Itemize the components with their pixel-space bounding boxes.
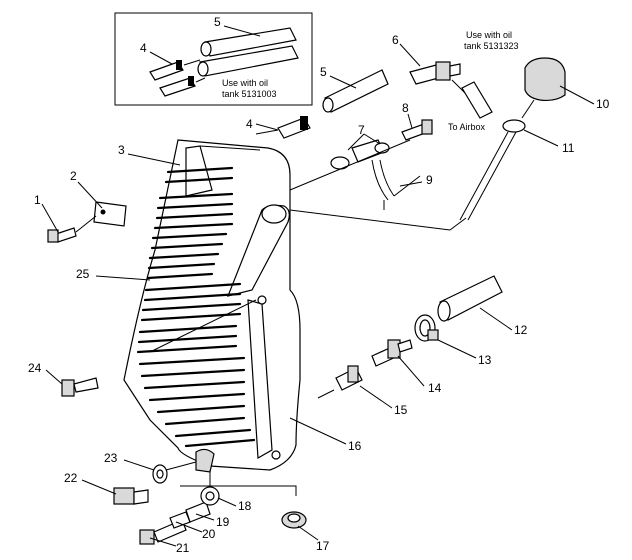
leader-lines: [41, 25, 595, 547]
bracket-2: [93, 201, 127, 227]
callout-14: 14: [428, 381, 442, 395]
callout-numbers: 1 2 3 4 4 5 5 6 7 8 9 10 11 12 13 14 15 …: [28, 15, 610, 555]
callout-11: 11: [562, 141, 575, 155]
callout-7: 7: [358, 123, 365, 137]
callout-17: 17: [316, 539, 330, 553]
callout-12: 12: [514, 323, 528, 337]
drain-boss: [195, 448, 215, 473]
bolt-24: [61, 377, 99, 397]
callout-25: 25: [76, 267, 90, 281]
hose-12: [437, 275, 503, 322]
fitting-15: [317, 365, 363, 399]
callout-16: 16: [348, 439, 362, 453]
mount-hole-upper: [257, 295, 267, 305]
tank-ribs: [136, 166, 256, 448]
washer-23: [152, 464, 168, 484]
callout-24: 24: [28, 361, 42, 375]
clamp-13: [414, 314, 439, 342]
callout-10: 10: [596, 97, 610, 111]
callout-8: 8: [402, 101, 409, 115]
callout-5-inset: 5: [214, 15, 221, 29]
callout-9: 9: [426, 173, 433, 187]
fitting-4: [255, 116, 311, 139]
filler-neck: [227, 204, 290, 297]
callout-5: 5: [320, 65, 327, 79]
inset-box: Use with oil tank 5131003: [114, 12, 313, 106]
callout-13: 13: [478, 353, 492, 367]
callout-4-inset: 4: [140, 41, 147, 55]
spacer-19: [185, 501, 211, 523]
grommet-18: [200, 486, 220, 506]
callout-2: 2: [70, 169, 77, 183]
callout-22: 22: [64, 471, 78, 485]
callout-21: 21: [176, 541, 190, 555]
callout-18: 18: [238, 499, 252, 513]
inset-note-line1: Use with oil: [222, 78, 268, 88]
inset-note-line2: tank 5131003: [222, 89, 277, 99]
airbox-note: To Airbox: [448, 122, 486, 132]
callout-20: 20: [202, 527, 216, 541]
callout-15: 15: [394, 403, 408, 417]
drain-plug-22: [113, 487, 149, 505]
mount-hole-lower: [271, 450, 281, 460]
grommet-17: [281, 511, 307, 529]
callout-1: 1: [34, 193, 41, 207]
airbox-hose: To Airbox: [448, 81, 493, 132]
callout-4: 4: [246, 117, 253, 131]
tank-flange: [247, 299, 273, 459]
fitting-6: [409, 61, 469, 97]
callout-3: 3: [118, 143, 125, 157]
callout-23: 23: [104, 451, 118, 465]
top-note-line2: tank 5131323: [464, 41, 519, 51]
top-note-line1: Use with oil: [466, 30, 512, 40]
fitting-14: [371, 339, 413, 367]
callout-19: 19: [216, 515, 230, 529]
callout-6: 6: [392, 33, 399, 47]
screw-1: [47, 215, 97, 243]
dipstick-10: [459, 57, 566, 221]
bolt-8: [401, 119, 433, 141]
banjo-fitting-7: [330, 139, 395, 201]
hose-5: [322, 69, 389, 113]
